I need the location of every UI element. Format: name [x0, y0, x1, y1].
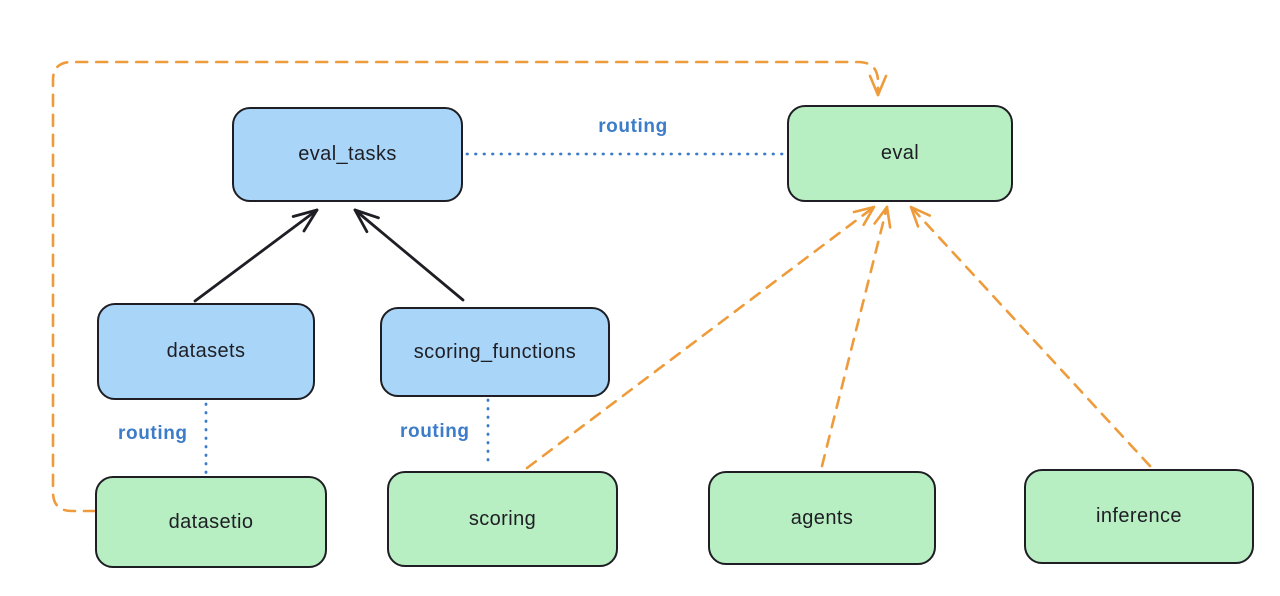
node-scoring: scoring: [387, 471, 618, 567]
node-inference: inference: [1024, 469, 1254, 564]
edge-scoring_functions-to-eval_tasks: [353, 208, 465, 302]
node-scoring-functions-label: scoring_functions: [413, 340, 577, 363]
node-agents-label: agents: [790, 506, 854, 529]
node-eval-tasks: eval_tasks: [232, 107, 463, 202]
routing-label-datasets-datasetio: routing: [118, 423, 188, 444]
node-datasets: datasets: [97, 303, 315, 400]
node-datasetio: datasetio: [95, 476, 327, 568]
edge-inference-to-eval: [909, 205, 1152, 468]
routing-label-scoring-functions-scoring: routing: [400, 421, 470, 442]
node-eval: eval: [787, 105, 1013, 202]
node-agents: agents: [708, 471, 936, 565]
edge-scoring-to-eval: [525, 205, 876, 470]
routing-label-eval-tasks-eval: routing: [598, 116, 668, 137]
node-datasets-label: datasets: [166, 340, 246, 362]
node-scoring-label: scoring: [468, 507, 537, 530]
node-scoring-functions: scoring_functions: [380, 307, 610, 397]
edge-datasetio-to-eval-loop: [51, 60, 888, 513]
edge-agents-to-eval: [820, 205, 892, 468]
node-inference-label: inference: [1096, 505, 1182, 527]
node-eval-tasks-label: eval_tasks: [298, 143, 397, 165]
node-datasetio-label: datasetio: [168, 510, 254, 533]
edge-datasets-to-eval_tasks: [193, 208, 319, 303]
node-eval-label: eval: [880, 142, 920, 164]
